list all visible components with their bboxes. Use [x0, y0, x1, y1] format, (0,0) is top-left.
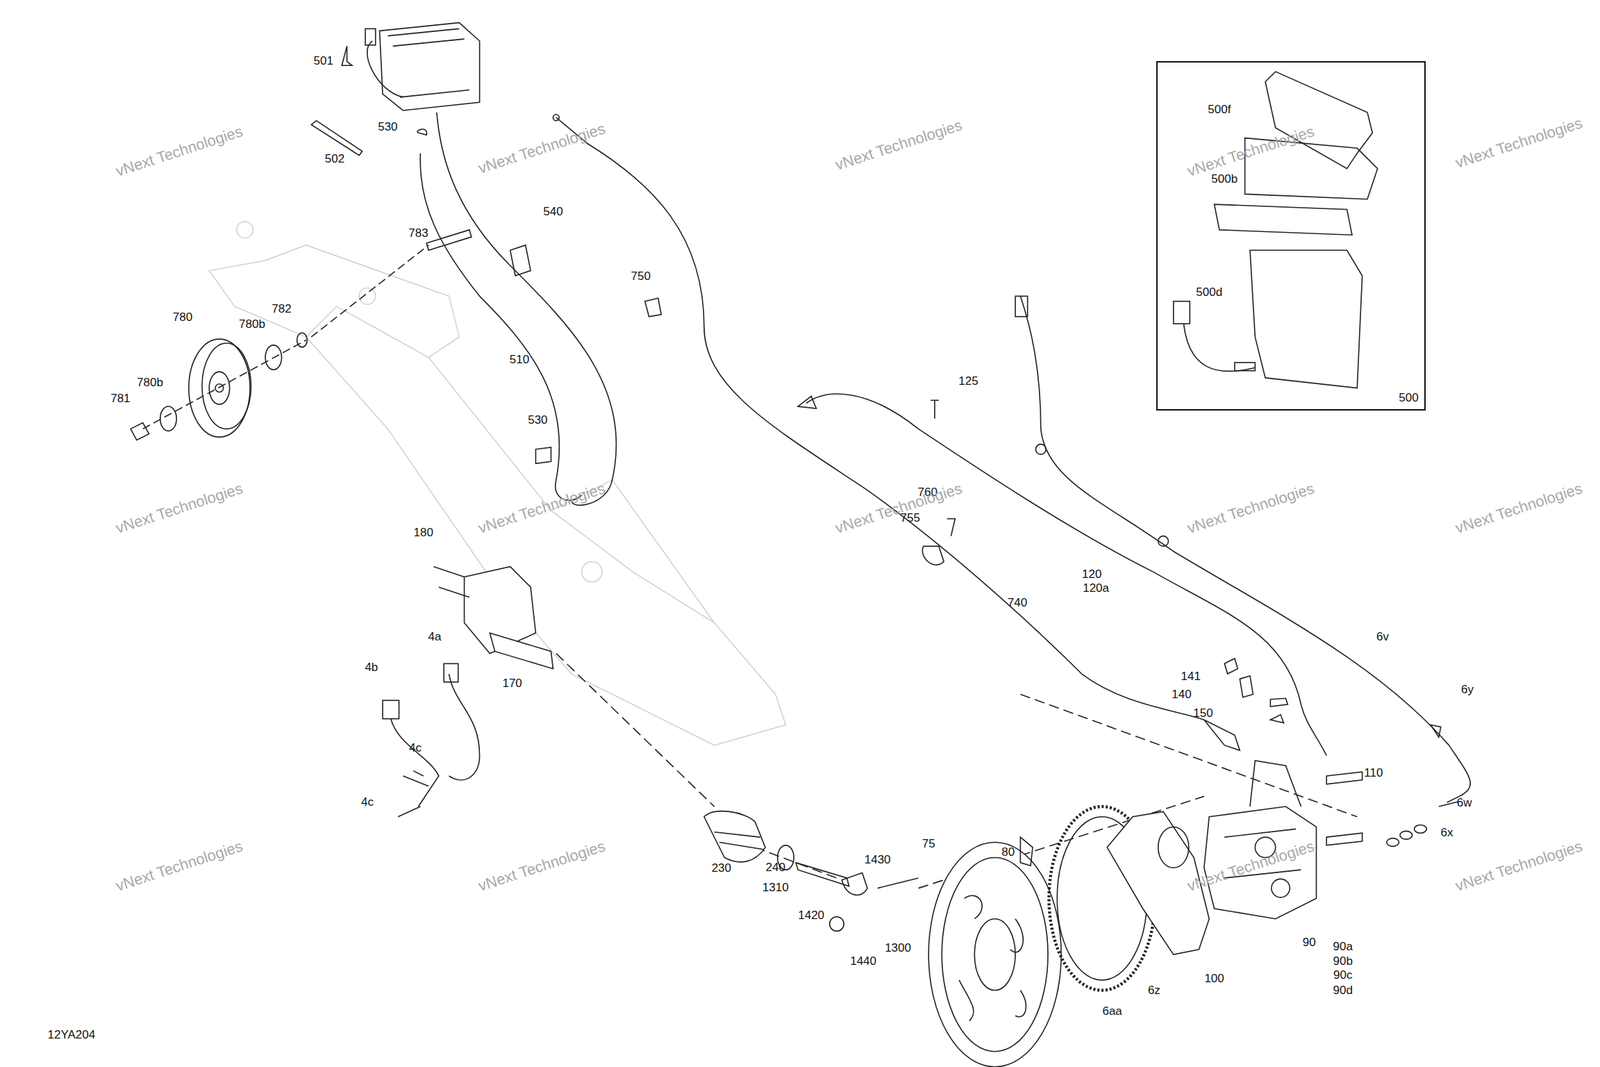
callout-number: 6z: [1147, 984, 1161, 998]
callout-number: 120a: [1082, 581, 1110, 596]
callout-number: 6v: [1376, 630, 1389, 644]
callout-number: 500f: [1207, 103, 1231, 117]
callout-number: 781: [110, 392, 130, 406]
callout-number: 782: [271, 302, 291, 316]
watermark: vNext Technologies: [476, 838, 607, 894]
watermark: vNext Technologies: [1453, 480, 1585, 537]
callout-number: 780b: [238, 318, 266, 332]
callout-number: 1420: [797, 909, 825, 923]
callout-number: 6w: [1456, 796, 1473, 810]
watermark: vNext Technologies: [476, 480, 607, 537]
watermark: vNext Technologies: [113, 838, 245, 894]
callout-number: 140: [1171, 688, 1191, 702]
watermark: vNext Technologies: [113, 123, 245, 180]
callout-number: 740: [1007, 596, 1028, 610]
callout-number: 4c: [409, 741, 422, 755]
callout-number: 110: [1363, 766, 1383, 780]
callout-number: 502: [325, 152, 345, 166]
callout-number: 90a: [1333, 940, 1353, 954]
callout-number: 530: [377, 120, 398, 135]
callout-number: 501: [313, 54, 334, 69]
watermark: vNext Technologies: [476, 120, 607, 177]
callout-number: 4c: [361, 795, 374, 810]
callout-number: 4b: [364, 661, 378, 675]
watermark: vNext Technologies: [113, 480, 245, 537]
callout-number: 780b: [136, 376, 164, 390]
watermark: vNext Technologies: [833, 117, 964, 173]
callout-number: 170: [502, 677, 522, 691]
callout-number: 540: [543, 205, 563, 219]
callout-number: 80: [1001, 845, 1015, 860]
callout-number: 6x: [1440, 826, 1454, 840]
callout-number: 780: [172, 311, 193, 325]
callout-number: 1430: [864, 853, 891, 867]
callout-number: 750: [631, 270, 651, 284]
callout-number: 90: [1302, 936, 1316, 950]
callout-number: 783: [408, 227, 428, 241]
callout-number: 180: [413, 526, 434, 540]
callout-number: 75: [922, 837, 936, 851]
callout-number: 500d: [1195, 286, 1223, 300]
inset-frame: 500: [1156, 61, 1426, 411]
callout-number: 1300: [884, 941, 912, 955]
callout-number: 90b: [1333, 954, 1353, 969]
watermark: vNext Technologies: [1185, 480, 1316, 537]
callout-number: 4a: [427, 630, 441, 644]
callout-number: 1310: [762, 881, 789, 895]
callout-number: 530: [527, 413, 548, 428]
callout-number: 510: [509, 353, 530, 367]
callout-number: 141: [1181, 670, 1201, 684]
callout-number: 500b: [1211, 172, 1238, 187]
watermark: vNext Technologies: [1185, 123, 1316, 180]
callout-number: 100: [1204, 972, 1224, 986]
callout-number: 6aa: [1102, 1004, 1122, 1019]
watermark: vNext Technologies: [1453, 115, 1585, 171]
callout-number: 500: [1398, 390, 1419, 405]
watermark: vNext Technologies: [833, 480, 964, 537]
callout-number: 240: [765, 861, 786, 875]
callout-number: 230: [711, 861, 732, 875]
figure-code: 12YA204: [47, 1028, 96, 1042]
callout-number: 120: [1081, 568, 1102, 582]
callout-number: 6y: [1461, 683, 1474, 697]
callout-number: 90c: [1333, 968, 1353, 982]
callout-number: 1440: [850, 954, 877, 969]
callout-number: 125: [958, 375, 978, 389]
callout-number: 150: [1193, 706, 1213, 721]
callout-number: 90d: [1333, 984, 1353, 998]
watermark: vNext Technologies: [1453, 838, 1585, 894]
